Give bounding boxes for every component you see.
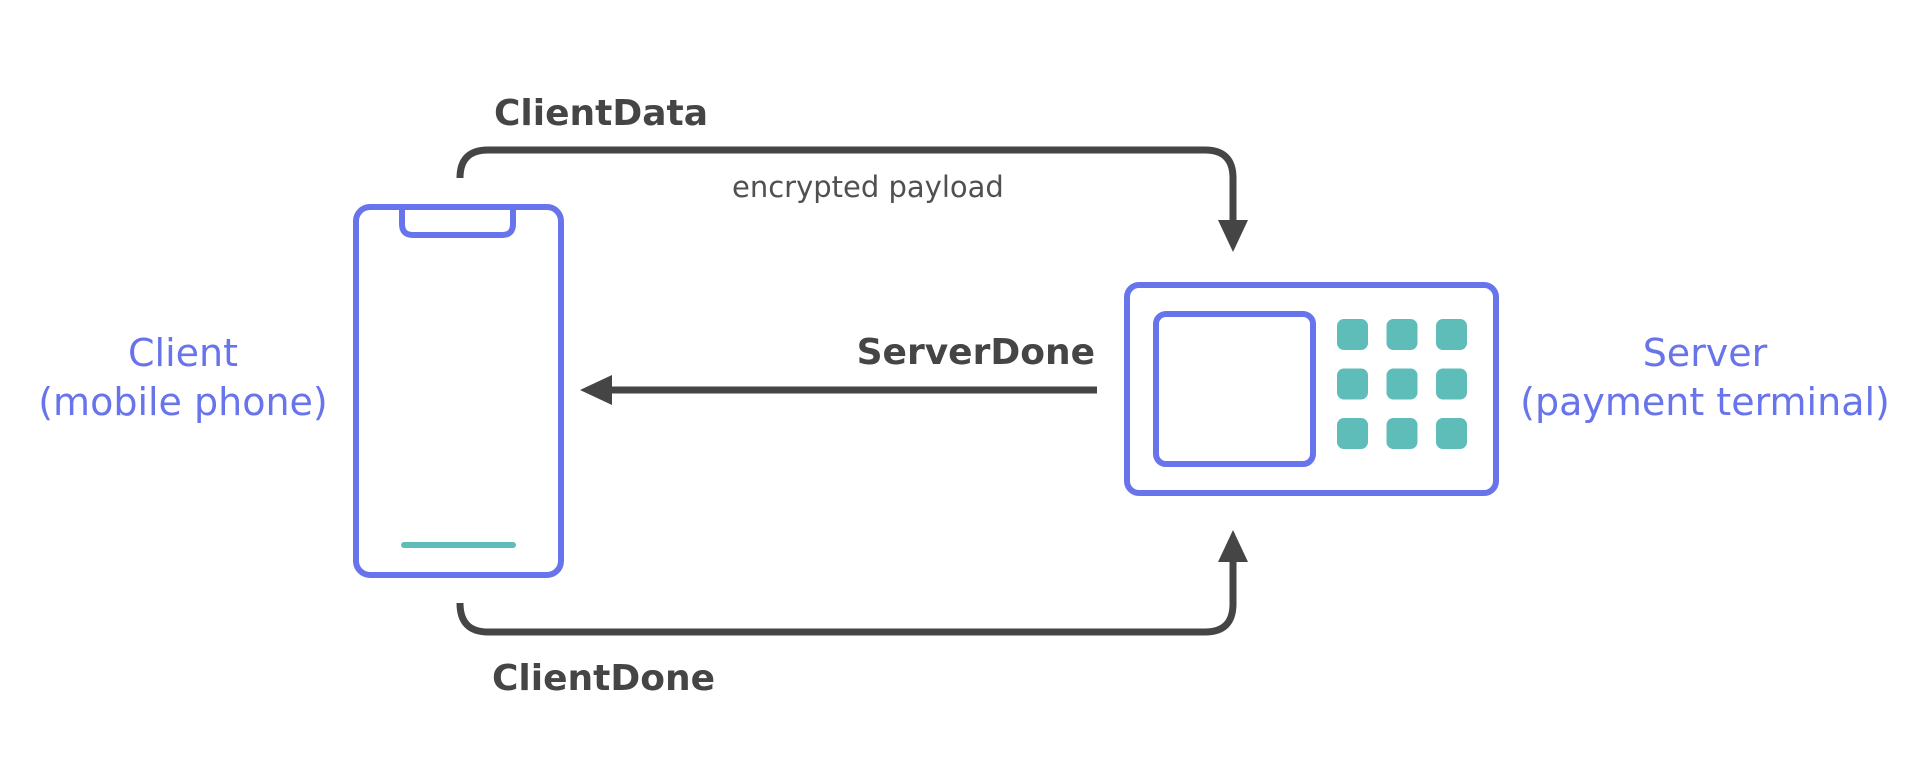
terminal-keypad <box>1337 319 1467 449</box>
terminal-screen <box>1153 311 1316 467</box>
client-label-line2: (mobile phone) <box>38 380 328 424</box>
server-done-label: ServerDone <box>857 332 1095 373</box>
client-data-sublabel: encrypted payload <box>732 170 1004 204</box>
server-done-arrowhead <box>580 375 612 405</box>
phone-notch <box>399 210 516 238</box>
client-done-arrow <box>456 530 1248 636</box>
server-done-arrow <box>580 375 1097 405</box>
keypad-key <box>1386 319 1418 350</box>
server-label-line2: (payment terminal) <box>1520 380 1890 424</box>
client-done-arrowhead <box>1218 530 1248 562</box>
keypad-key <box>1337 319 1368 350</box>
keypad-key <box>1436 418 1467 449</box>
terminal-body <box>1124 282 1499 496</box>
keypad-key <box>1337 368 1368 400</box>
client-done-label: ClientDone <box>492 658 715 699</box>
client-data-arrow <box>456 146 1248 252</box>
phone-body <box>353 204 564 578</box>
server-label-line1: Server <box>1643 331 1768 375</box>
client-done-path <box>456 560 1237 636</box>
keypad-key <box>1436 319 1467 350</box>
client-data-label: ClientData <box>494 93 708 134</box>
keypad-key <box>1386 418 1418 449</box>
keypad-key <box>1386 368 1418 400</box>
client-data-path <box>456 146 1237 222</box>
mobile-phone-icon <box>353 204 564 578</box>
payment-terminal-icon <box>1124 282 1499 496</box>
keypad-key <box>1337 418 1368 449</box>
client-data-arrowhead <box>1218 220 1248 252</box>
keypad-key <box>1436 368 1467 400</box>
client-label-line1: Client <box>128 331 238 375</box>
